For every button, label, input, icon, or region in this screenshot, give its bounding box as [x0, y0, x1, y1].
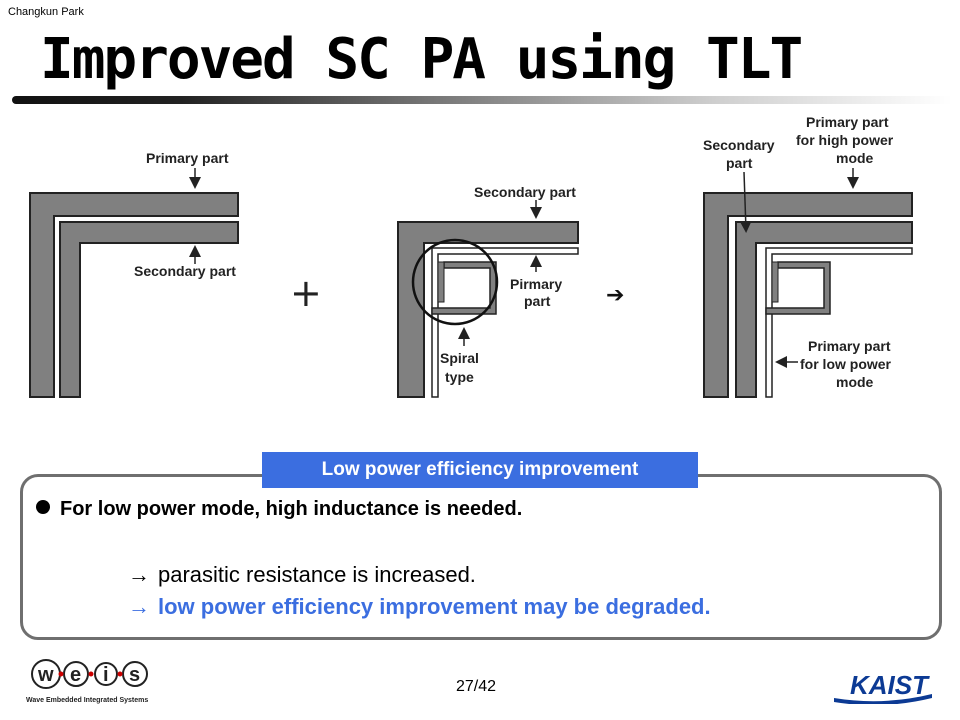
result-arrow: ➔ [606, 283, 624, 308]
slide-title: Improved SC PA using TLT [40, 27, 803, 92]
weis-letter-i: i [103, 664, 109, 686]
right-primary-low-3: mode [836, 374, 874, 390]
consequence-line-2: → low power efficiency improvement may be… [128, 594, 711, 620]
weis-letter-w: w [37, 664, 54, 686]
kaist-logo: KAIST [834, 670, 932, 704]
left-transformer: Primary part Secondary part [29, 150, 239, 398]
middle-secondary-line [397, 221, 579, 398]
weis-letter-s: s [129, 664, 140, 686]
right-transformer: Secondary part Primary part for high pow… [703, 114, 913, 398]
left-primary-label: Primary part [146, 150, 229, 166]
tlt-diagram: Primary part Secondary part + Secondary … [29, 114, 913, 398]
consequence-text-2: low power efficiency improvement may be … [158, 594, 711, 619]
right-arrow-icon: → [128, 562, 150, 587]
right-arrow-icon: → [128, 594, 150, 619]
right-secondary-label-1: Secondary [703, 137, 775, 153]
right-primary-high-3: mode [836, 150, 874, 166]
title-underline [12, 96, 952, 104]
bullet-dot-icon [36, 500, 50, 514]
middle-secondary-label: Secondary part [474, 184, 576, 200]
right-secondary-line [735, 221, 913, 398]
left-secondary-line [59, 221, 239, 398]
kaist-logo-text: KAIST [850, 670, 930, 700]
summary-header: Low power efficiency improvement [262, 452, 698, 488]
right-primary-high-line [703, 192, 913, 398]
weis-logo: w e i s Wave Embedded Integrated Systems [26, 659, 148, 704]
right-primary-low-spiral [765, 261, 831, 315]
plus-symbol: + [290, 271, 322, 315]
consequence-line-1: → parasitic resistance is increased. [128, 562, 476, 588]
left-primary-line [29, 192, 239, 398]
middle-primary-label-1: Pirmary [510, 276, 562, 292]
right-primary-high-1: Primary part [806, 114, 889, 130]
right-secondary-label-2: part [726, 155, 753, 171]
weis-letter-e: e [70, 664, 81, 686]
middle-spiral-label-1: Spiral [440, 350, 479, 366]
middle-spiral-label-2: type [445, 369, 474, 385]
right-primary-high-2: for high power [796, 132, 894, 148]
author-name: Changkun Park [8, 6, 84, 18]
right-primary-low-1: Primary part [808, 338, 891, 354]
right-primary-low-2: for low power [800, 356, 892, 372]
middle-primary-label-2: part [524, 293, 551, 309]
bullet-text: For low power mode, high inductance is n… [60, 498, 523, 520]
spiral-highlight-circle [411, 238, 499, 326]
weis-caption: Wave Embedded Integrated Systems [26, 697, 148, 704]
consequence-text-1: parasitic resistance is increased. [158, 562, 476, 587]
left-secondary-label: Secondary part [134, 263, 236, 279]
middle-transformer: Secondary part Pirmary part Spiral type [397, 184, 579, 398]
bullet-item: For low power mode, high inductance is n… [36, 498, 522, 521]
page-number: 27/42 [456, 678, 497, 695]
